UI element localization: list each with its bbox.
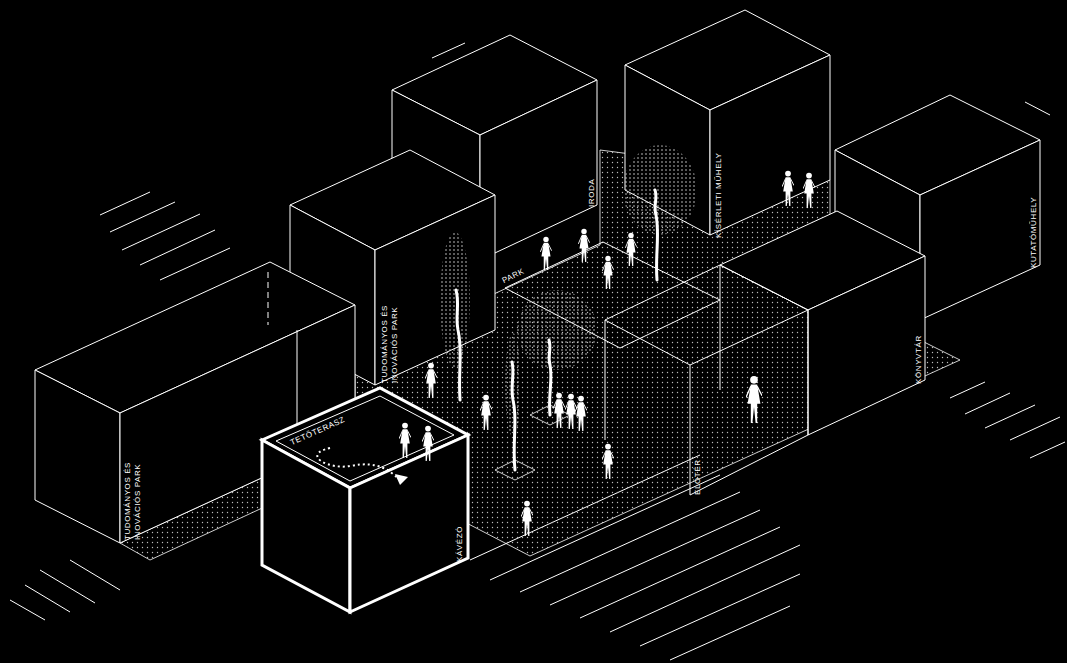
facade-label: ELŐTÉR [693,438,703,495]
facade-label: KUTATÓMŰHELY [1029,158,1039,268]
street-lines [10,43,1065,660]
buildings-front-right [605,211,925,495]
building-block: TUDOMÁNYOS ÉS INOVÁCIÓS PARK [35,262,355,562]
facade-label: IRODA [587,163,597,207]
building-block: KÁVÉZÓ TETŐTERASZ [262,388,468,612]
facade-label: TUDOMÁNYOS ÉS INOVÁCIÓS PARK [123,440,143,540]
building-block: KÖNYVTÁR [720,211,925,436]
building-block: TUDOMÁNYOS ÉS INOVÁCIÓS PARK [290,150,495,385]
facade-label: KÖNYVTÁR [914,312,924,384]
building-block: KUTATÓMŰHELY [835,95,1040,320]
building-block: KÍSÉRLETI MŰHELY [625,10,830,235]
cafe-building [262,388,468,612]
roof-label: TETŐTERASZ [289,415,347,448]
area-label: PARK [501,267,527,286]
trees [440,145,697,480]
building-block: ELŐTÉR [605,265,808,495]
facade-label: KÍSÉRLETI MŰHELY [714,128,724,238]
facade-label: TUDOMÁNYOS ÉS INOVÁCIÓS PARK [380,283,400,383]
facade-label: KÁVÉZÓ [455,510,465,562]
building-block: IRODA [392,35,597,260]
